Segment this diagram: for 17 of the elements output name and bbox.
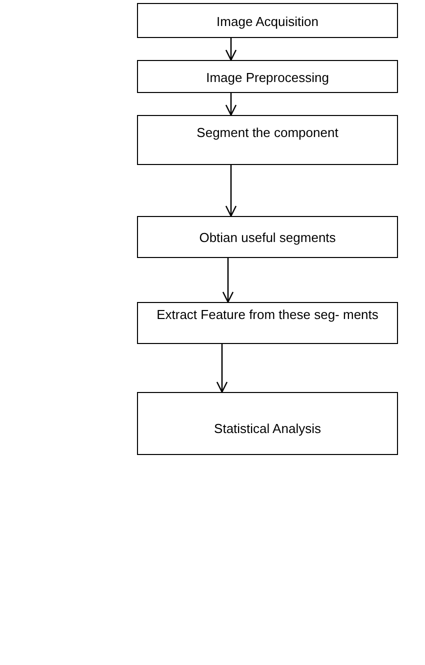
box-label: Segment the component [196, 125, 338, 140]
box-label: Statistical Analysis [214, 421, 321, 436]
process-box [137, 392, 398, 455]
box-label: Image Acquisition [216, 14, 318, 29]
arrow [225, 165, 237, 217]
process-box [137, 60, 398, 93]
process-box [137, 302, 398, 344]
process-box [137, 115, 398, 165]
process-box [137, 3, 398, 38]
box-label: Extract Feature from these seg- ments [156, 307, 378, 322]
arrow [216, 344, 228, 393]
process-box [137, 216, 398, 258]
arrow [225, 38, 237, 61]
arrow [222, 258, 234, 303]
arrow [225, 93, 237, 116]
box-label: Obtian useful segments [199, 230, 336, 245]
box-label: Image Preprocessing [206, 70, 329, 85]
